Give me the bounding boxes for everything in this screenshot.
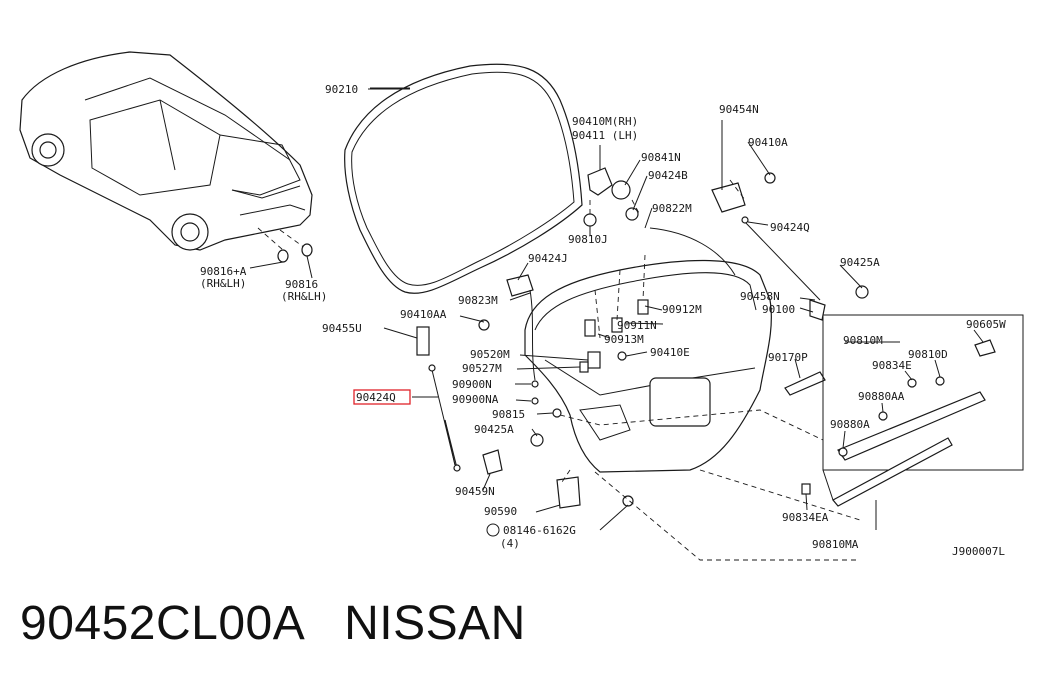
figure-code: J900007L [952,545,1005,558]
label: 90410A [748,136,788,149]
label: 90900N [452,378,492,391]
label: (RH&LH) [281,290,327,303]
label: 90527M [462,362,502,375]
part-labels: 90210 90410M(RH) 90411 (LH) 90841N 90424… [200,83,1006,558]
label: 90425A [474,423,514,436]
label: 90816 [285,278,318,291]
label: 90424Q [770,221,810,234]
label: 90911N [617,319,657,332]
leader-lines [368,88,984,531]
label: 90424J [528,252,568,265]
hinges-clips [416,167,869,509]
highlight-box [353,389,411,405]
label: 90170P [768,351,808,364]
back-door-panel [524,254,772,473]
label: 90900NA [452,393,499,406]
caption-part-number: 90452CL00A [20,597,303,650]
label: 90834EA [782,511,829,524]
part-caption: 90452CL00A NISSAN [20,596,526,651]
label: 90520M [470,348,510,361]
label: 90880AA [858,390,905,403]
label: 90605W [966,318,1006,331]
label: 90834E [872,359,912,372]
label: 90424B [648,169,688,182]
label: 90454N [719,103,759,116]
label: 90880A [830,418,870,431]
label: 90810M [843,334,883,347]
label: 90410M(RH) [572,115,638,128]
label: 90410AA [400,308,447,321]
gas-struts [428,216,826,472]
label: 90590 [484,505,517,518]
label: 90424Q [356,391,396,404]
bolt-symbol [486,523,500,537]
label: 90913M [604,333,644,346]
label: 90841N [641,151,681,164]
label: 90912M [662,303,702,316]
trim-garnish [801,314,1024,507]
label: 90810D [908,348,948,361]
assembly-lines [559,179,861,561]
label: 90411 (LH) [572,129,638,142]
label: 90425A [840,256,880,269]
label: 90455U [322,322,362,335]
label: 90816+A [200,265,247,278]
label: 90823M [458,294,498,307]
vehicle-illustration [19,51,313,279]
weatherstrip-90210 [344,63,583,294]
label: 90458N [740,290,780,303]
label: 90810J [568,233,608,246]
label: (4) [500,537,520,550]
caption-brand: NISSAN [344,597,526,650]
label: 90815 [492,408,525,421]
label: (RH&LH) [200,277,246,290]
label: 90100 [762,303,795,316]
label: 90459N [455,485,495,498]
label: 90210 [325,83,358,96]
label: 90410E [650,346,690,359]
label: 90810MA [812,538,859,551]
label: 08146-6162G [503,524,576,537]
label: 90822M [652,202,692,215]
